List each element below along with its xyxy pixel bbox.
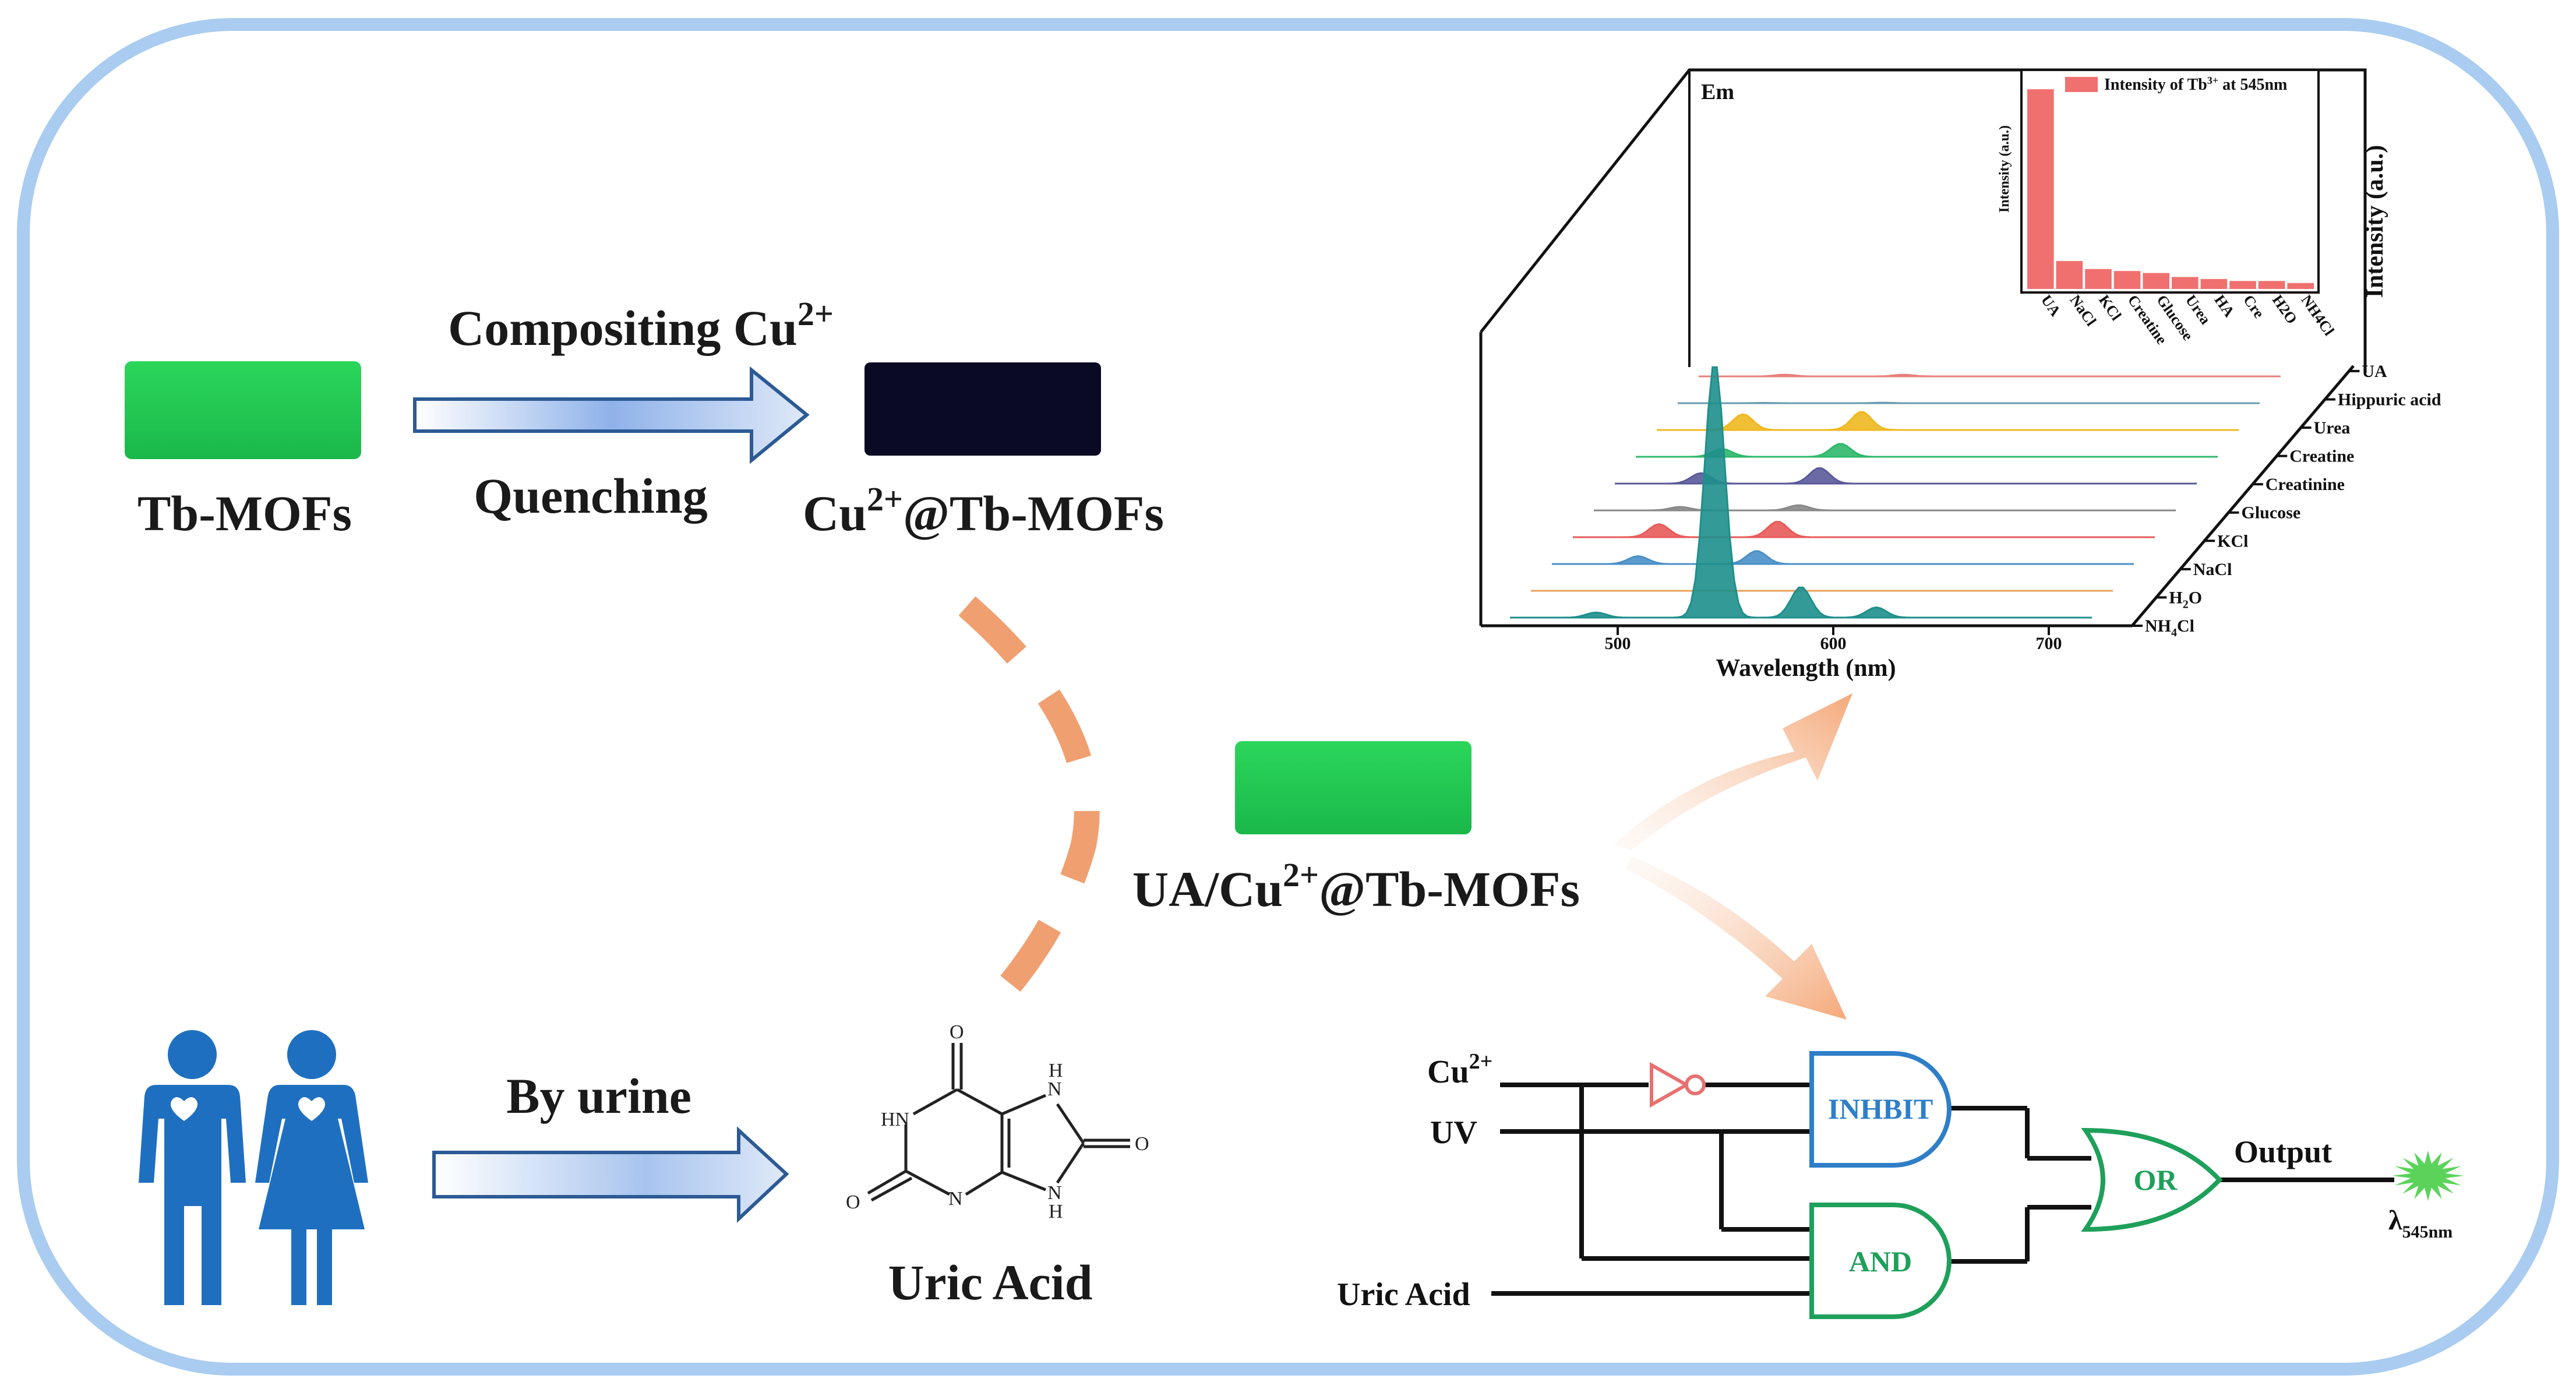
compositing-arrow xyxy=(413,366,810,464)
not-gate xyxy=(1650,1062,1706,1108)
dashed-arc xyxy=(958,596,1100,1023)
inset-bar xyxy=(2172,277,2199,289)
ua-cu-tb-mofs-label: UA/Cu2+@Tb-MOFs xyxy=(1132,856,1580,917)
uric-acid-structure xyxy=(867,1043,1130,1202)
inset-frame xyxy=(2020,69,2320,294)
series-label: KCl xyxy=(2217,531,2248,551)
atom-label: N xyxy=(1047,1078,1062,1100)
inset-bar xyxy=(2113,271,2141,289)
inset-bar xyxy=(2258,281,2285,289)
atom-label: N xyxy=(948,1188,963,1210)
inhibit-gate xyxy=(1809,1051,1952,1168)
input-cu-label: Cu2+ xyxy=(1427,1049,1492,1090)
spectrum-traces xyxy=(1510,366,2281,619)
series-label: UA xyxy=(2362,362,2387,381)
spectrum-trace xyxy=(1594,504,2176,512)
atom-label: H xyxy=(1049,1201,1063,1222)
spectrum-trace xyxy=(1699,373,2281,378)
uric-acid-atoms: O HN N N H O N H O xyxy=(846,1021,1149,1222)
inset-bar-chart: Intensity of Tb3+ at 545nm Intensity (a.… xyxy=(1997,69,2338,348)
inset-category-label: UA xyxy=(2038,292,2064,320)
spectrum-z-axis xyxy=(2131,365,2355,627)
inset-bar xyxy=(2085,269,2112,289)
inset-bar xyxy=(2027,89,2054,289)
spectrum-trace xyxy=(1615,467,2197,485)
input-uric-acid-label: Uric Acid xyxy=(1337,1277,1470,1313)
inset-category-label: HA xyxy=(2211,292,2238,320)
inhibit-gate-label: INHBIT xyxy=(1828,1092,1933,1125)
inset-ylabel: Intensity (a.u.) xyxy=(1997,125,2012,213)
compositing-label: Compositing Cu2+ xyxy=(448,295,834,356)
by-urine-label: By urine xyxy=(506,1068,691,1124)
or-gate xyxy=(2081,1127,2223,1232)
series-label: Creatinine xyxy=(2266,475,2345,494)
inset-bar xyxy=(2287,283,2314,289)
arrow-to-spectrum xyxy=(1614,693,1852,851)
spectrum-trace xyxy=(1552,550,2134,565)
circuit-wires xyxy=(1491,1083,2394,1296)
uric-acid-label: Uric Acid xyxy=(888,1254,1092,1310)
ua-cu-tb-mofs-sample xyxy=(1235,741,1472,834)
atom-label: N xyxy=(1047,1182,1062,1204)
spectrum-x-ticks: 500 600 700 xyxy=(1605,626,2062,653)
by-urine-arrow xyxy=(432,1126,789,1223)
tb-mofs-sample xyxy=(125,361,361,459)
series-label: Glucose xyxy=(2242,503,2301,523)
atom-label: O xyxy=(950,1021,964,1043)
spectrum-xlabel: Wavelength (nm) xyxy=(1716,655,1896,682)
inset-category-label: NaCl xyxy=(2066,292,2099,329)
atom-label: O xyxy=(846,1191,860,1213)
inset-category-label: H2O xyxy=(2269,292,2300,327)
em-label: Em xyxy=(1701,80,1734,104)
cu-tb-mofs-sample xyxy=(864,362,1101,456)
atom-label: H xyxy=(1049,1060,1063,1081)
atom-label: O xyxy=(1135,1133,1149,1155)
output-emission-star-icon xyxy=(2392,1150,2464,1201)
inset-category-label: NH4Cl xyxy=(2298,292,2337,339)
inset-legend-label: Intensity of Tb3+ at 545nm xyxy=(2104,75,2287,94)
inset-bar xyxy=(2056,261,2083,289)
inset-bar xyxy=(2229,281,2256,289)
inset-legend-swatch xyxy=(2065,77,2098,92)
output-label: Output xyxy=(2234,1134,2332,1169)
input-uv-label: UV xyxy=(1430,1115,1477,1151)
x-tick-label: 600 xyxy=(1820,634,1847,653)
x-tick-label: 700 xyxy=(2036,634,2062,653)
series-label: NH4Cl xyxy=(2145,616,2194,639)
and-gate-label: AND xyxy=(1849,1245,1912,1278)
series-label: NaCl xyxy=(2193,560,2232,579)
spectrum-trace xyxy=(1636,443,2218,458)
inset-bar xyxy=(2200,279,2228,289)
spectrum-trace xyxy=(1573,521,2155,538)
inset-bars xyxy=(2027,89,2314,289)
series-label: H2O xyxy=(2169,588,2202,611)
people-icon xyxy=(139,1030,368,1305)
spectrum-ylabel: Intensity (a.u.) xyxy=(2362,145,2388,298)
cu-tb-mofs-label: Cu2+@Tb-MOFs xyxy=(803,480,1164,541)
arrow-to-logic xyxy=(1625,856,1847,1020)
or-gate-label: OR xyxy=(2134,1164,2178,1196)
spectrum-trace xyxy=(1510,366,2092,619)
spectrum-trace xyxy=(1657,411,2239,431)
inset-category-label: Cre xyxy=(2240,292,2267,322)
tb-mofs-label: Tb-MOFs xyxy=(137,485,352,541)
logic-circuit: INHBIT AND OR Cu2+ UV Uric Acid Output λ… xyxy=(1337,1049,2464,1319)
outer-frame xyxy=(17,18,2559,1376)
x-tick-label: 500 xyxy=(1605,634,1631,653)
series-label: Hippuric acid xyxy=(2338,390,2441,409)
series-label: Urea xyxy=(2314,418,2351,438)
lambda-label: λ545nm xyxy=(2388,1205,2453,1242)
and-gate xyxy=(1809,1203,1952,1319)
spectrum-series-labels: UA Hippuric acidUreaCreatineCreatinineGlu… xyxy=(2132,362,2441,639)
quenching-label: Quenching xyxy=(474,468,707,524)
inset-bar xyxy=(2143,273,2169,289)
atom-label: HN xyxy=(881,1109,909,1130)
series-label: Creatine xyxy=(2289,447,2354,466)
